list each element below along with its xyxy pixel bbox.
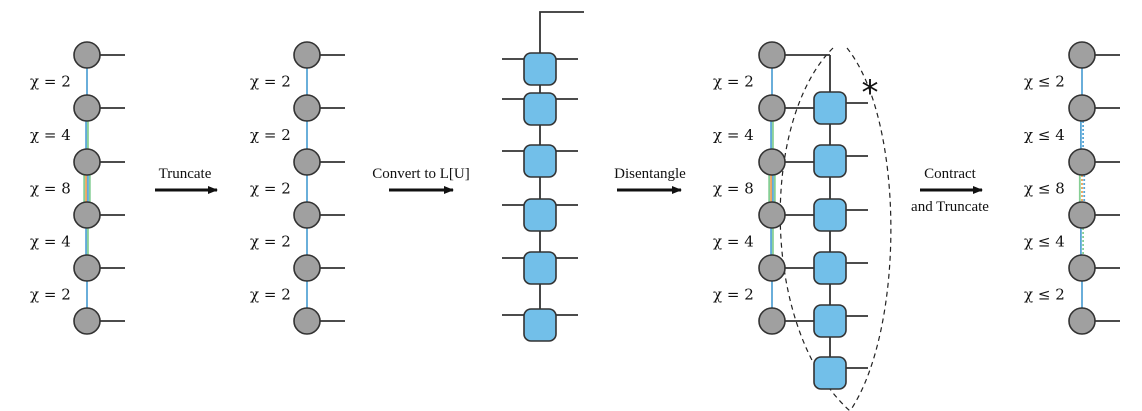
original-site-tensor	[73, 41, 101, 69]
final-site-tensor	[1068, 41, 1096, 69]
bond-dimension-label: χ = 2	[250, 73, 291, 91]
unitary-tensor	[523, 198, 557, 232]
truncated-site-tensor	[293, 148, 321, 176]
disentangle-site-tensor	[758, 94, 786, 122]
bond-dimension-label: χ = 2	[30, 286, 71, 304]
unitary-tensor	[523, 308, 557, 342]
unitary-tensor	[523, 52, 557, 86]
bond-dimension-label: χ = 2	[713, 73, 754, 91]
step-contract-label-line2: and Truncate	[911, 199, 989, 215]
bond-dimension-label: χ = 4	[713, 233, 754, 251]
disentangle-site-tensor	[758, 41, 786, 69]
bond-dimension-label: χ = 4	[30, 126, 71, 144]
step-truncate-label: Truncate	[159, 166, 212, 182]
step-convert: Convert to L[U]	[372, 166, 470, 194]
unitary-tensor	[813, 91, 847, 125]
unitary-tensor	[813, 144, 847, 178]
bond-dimension-label: χ = 2	[250, 180, 291, 198]
bond-dimension-label: χ = 4	[30, 233, 71, 251]
panel-original-mps: χ = 2 χ = 4 χ = 8 χ = 4 χ = 2	[30, 41, 125, 335]
truncated-site-tensor	[293, 254, 321, 282]
bond-dimension-label: χ = 2	[250, 286, 291, 304]
truncated-site-tensor	[293, 41, 321, 69]
truncated-site-tensor	[293, 94, 321, 122]
bond-dimension-label: χ = 2	[30, 73, 71, 91]
disentangle-site-tensor	[758, 201, 786, 229]
bond-dimension-label: χ = 2	[713, 286, 754, 304]
original-site-tensor	[73, 94, 101, 122]
bond-dimension-label: χ ≤ 2	[1024, 286, 1065, 304]
step-convert-label: Convert to L[U]	[372, 166, 469, 182]
step-contract-truncate: Contract and Truncate	[911, 166, 989, 215]
bond-dimension-label: χ ≤ 2	[1024, 73, 1065, 91]
bond-dimension-label: χ = 2	[250, 126, 291, 144]
bond-dimension-label: χ = 2	[250, 233, 291, 251]
bond-dimension-label: χ ≤ 8	[1024, 180, 1065, 198]
disentangle-site-tensor	[758, 307, 786, 335]
final-site-tensor	[1068, 201, 1096, 229]
unitary-tensor	[813, 356, 847, 390]
unitary-tensor	[813, 251, 847, 285]
panel-truncated-mps: χ = 2 χ = 2 χ = 2 χ = 2 χ = 2	[250, 41, 345, 335]
final-site-tensor	[1068, 254, 1096, 282]
bond-dimension-label: χ ≤ 4	[1024, 126, 1065, 144]
truncated-site-tensor	[293, 201, 321, 229]
panel-final-mps: χ ≤ 2 χ ≤ 4 χ ≤ 8 χ ≤ 4 χ ≤ 2	[1024, 41, 1120, 335]
original-site-tensor	[73, 307, 101, 335]
step-truncate: Truncate	[155, 166, 218, 194]
unitary-tensor	[523, 144, 557, 178]
unitary-output-leg	[539, 11, 584, 53]
unitary-tensor	[523, 92, 557, 126]
unitary-tensor	[523, 251, 557, 285]
original-site-tensor	[73, 148, 101, 176]
step-contract-label-line1: Contract	[924, 166, 976, 182]
step-disentangle-label: Disentangle	[614, 166, 686, 182]
final-site-tensor	[1068, 148, 1096, 176]
bond-dimension-label: χ ≤ 4	[1024, 233, 1065, 251]
final-site-tensor	[1068, 94, 1096, 122]
bond-dimension-label: χ = 4	[713, 126, 754, 144]
original-site-tensor	[73, 254, 101, 282]
unitary-tensor	[813, 198, 847, 232]
unitary-tensor	[813, 304, 847, 338]
original-site-tensor	[73, 201, 101, 229]
truncated-site-tensor	[293, 307, 321, 335]
step-disentangle: Disentangle	[614, 166, 686, 194]
panel-unitary-layer	[502, 11, 584, 342]
disentangle-asterisk: *	[862, 73, 879, 113]
bond-dimension-label: χ = 8	[713, 180, 754, 198]
panel-disentangle: χ = 2 χ = 4 χ = 8 χ = 4 χ = 2	[713, 41, 892, 411]
bond-dimension-label: χ = 8	[30, 180, 71, 198]
disentangle-site-tensor	[758, 148, 786, 176]
final-site-tensor	[1068, 307, 1096, 335]
disentangle-site-tensor	[758, 254, 786, 282]
